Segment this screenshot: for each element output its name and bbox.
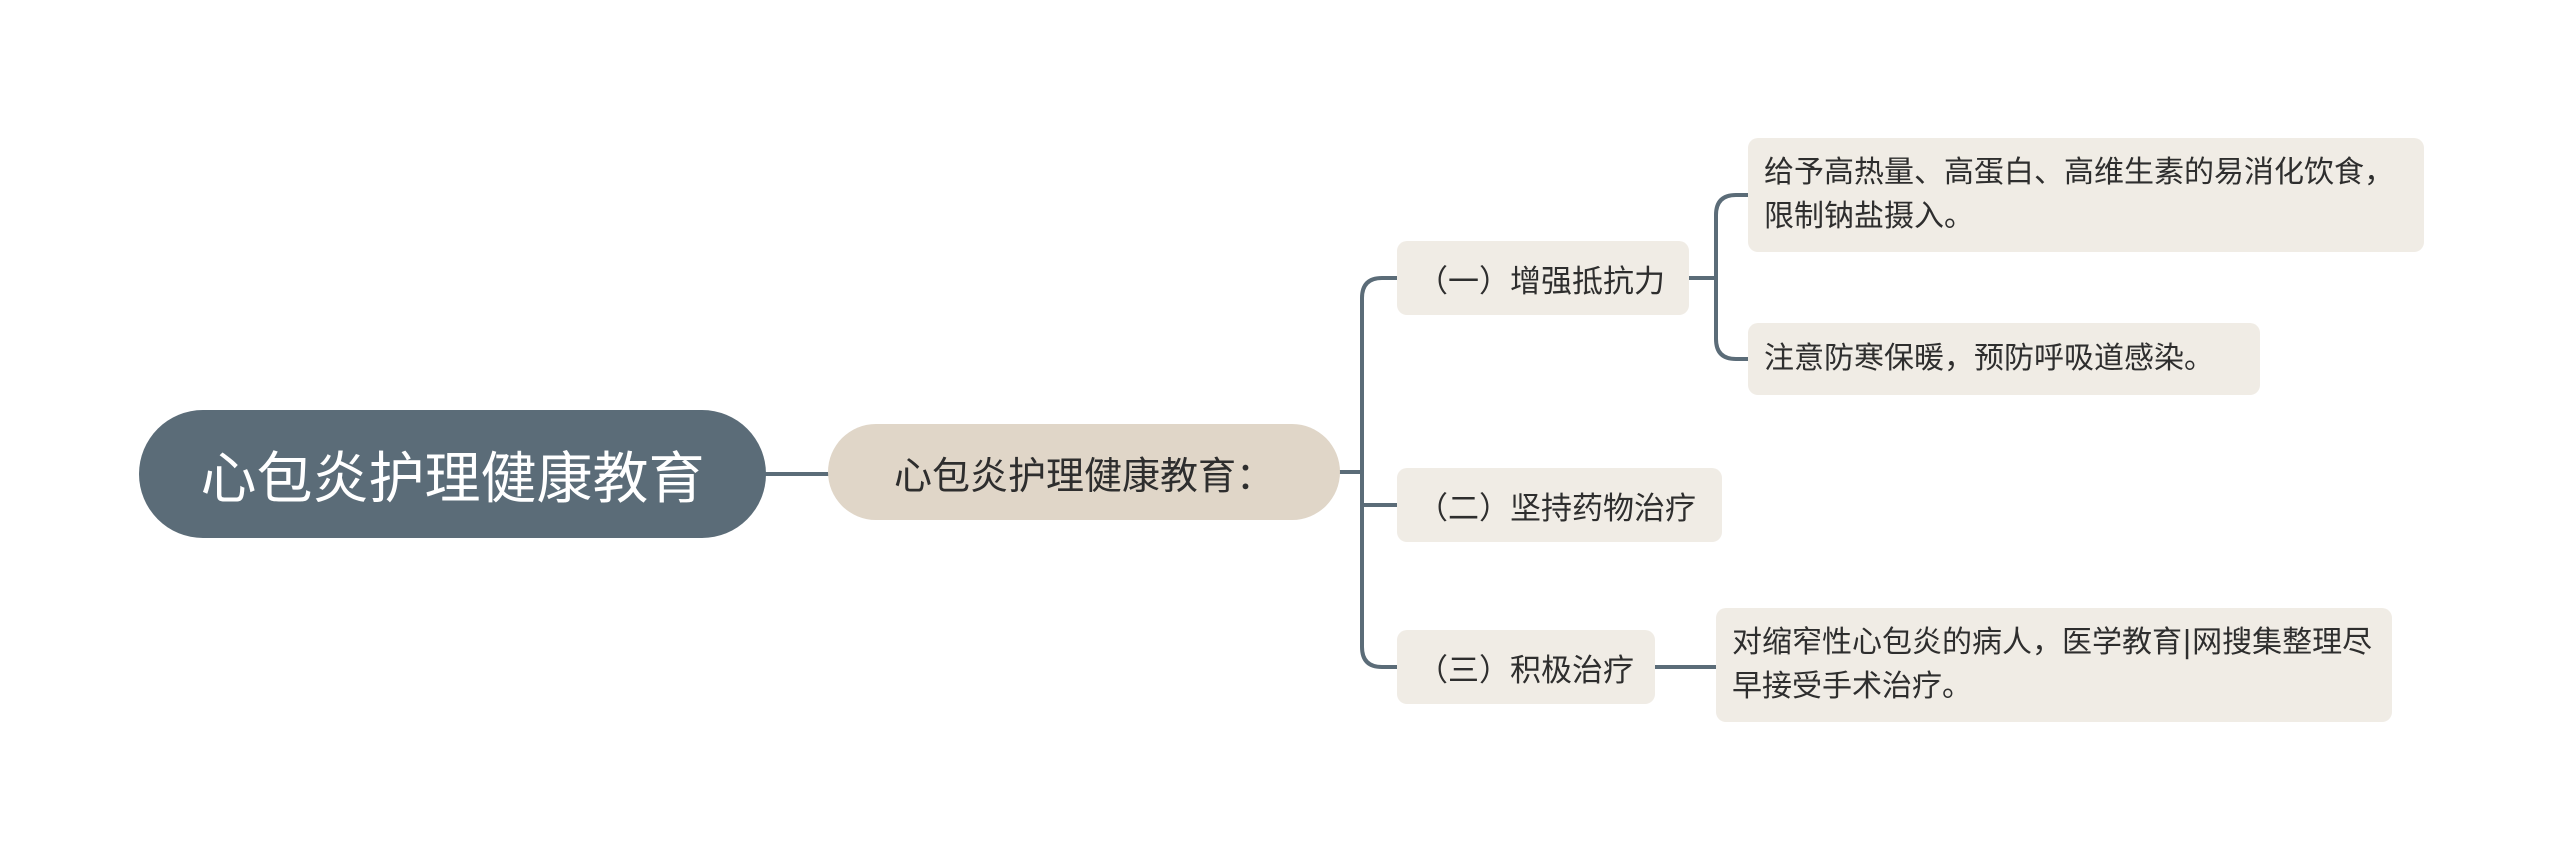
connector-branch-3 [1360, 470, 1399, 669]
leaf-1-topic[interactable]: 给予高热量、高蛋白、高维生素的易消化饮食，限制钠盐摄入。 [1748, 138, 2424, 252]
leaf-2-topic[interactable]: 注意防寒保暖，预防呼吸道感染。 [1748, 323, 2260, 395]
connector-leaf-2 [1714, 276, 1750, 361]
branch-3-topic[interactable]: （三）积极治疗 [1397, 630, 1655, 704]
branch-2-topic[interactable]: （二）坚持药物治疗 [1397, 468, 1722, 542]
connector-branch-1 [1360, 276, 1399, 474]
leaf-3-topic[interactable]: 对缩窄性心包炎的病人，医学教育|网搜集整理尽早接受手术治疗。 [1716, 608, 2392, 722]
root-topic[interactable]: 心包炎护理健康教育 [139, 410, 766, 538]
connector-leaf-1 [1714, 193, 1750, 280]
branch-1-topic[interactable]: （一）增强抵抗力 [1397, 241, 1689, 315]
connector-branch-2 [1360, 470, 1399, 507]
main-topic[interactable]: 心包炎护理健康教育： [828, 424, 1340, 520]
